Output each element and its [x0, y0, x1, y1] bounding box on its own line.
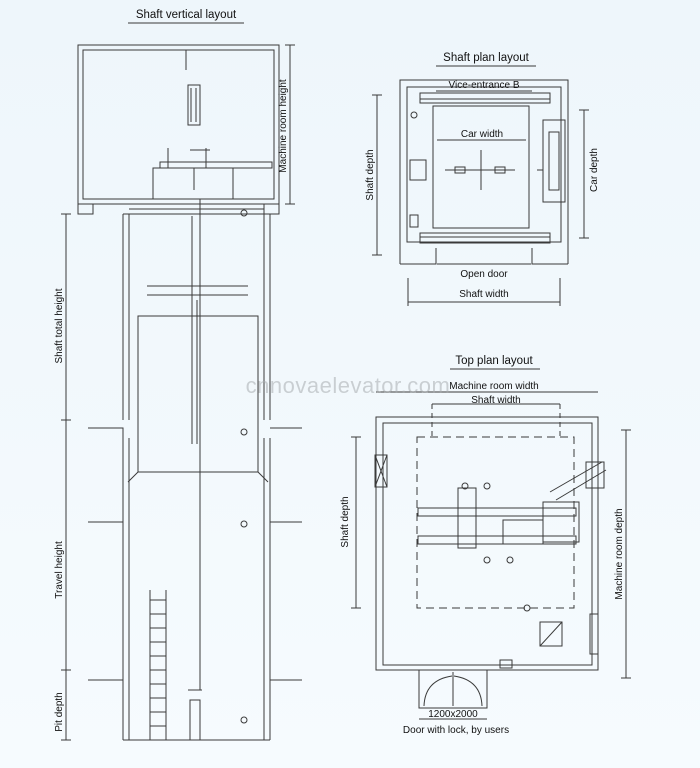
machine-room-height-label: Machine room height: [278, 79, 289, 173]
door-size-label: 1200x2000: [428, 709, 478, 720]
door-note-label: Door with lock, by users: [403, 725, 509, 736]
top-shaft-depth-label: Shaft depth: [340, 496, 351, 547]
top-layout-title: Top plan layout: [455, 355, 533, 367]
plan-shaft-depth-label: Shaft depth: [365, 149, 376, 200]
top-plan-drawing: [351, 391, 631, 720]
vice-entrance-label: Vice-entrance B: [449, 80, 520, 91]
travel-height-label: Travel height: [54, 541, 65, 599]
vertical-layout-title: Shaft vertical layout: [136, 9, 237, 21]
shaft-total-height-label: Shaft total height: [54, 288, 65, 363]
watermark: cnnovaelevator.com: [246, 373, 451, 398]
car-width-label: Car width: [461, 129, 503, 140]
plan-layout-title: Shaft plan layout: [443, 52, 529, 64]
shaft-plan-drawing: [372, 79, 589, 306]
machine-room-width-label: Machine room width: [449, 381, 538, 392]
top-shaft-width-label: Shaft width: [471, 395, 520, 406]
machine-room-depth-label: Machine room depth: [614, 508, 625, 599]
open-door-label: Open door: [460, 269, 508, 280]
plan-shaft-width-label: Shaft width: [459, 289, 508, 300]
shaft-vertical-drawing: [61, 44, 302, 741]
pit-depth-label: Pit depth: [54, 692, 65, 731]
car-depth-label: Car depth: [589, 148, 600, 192]
